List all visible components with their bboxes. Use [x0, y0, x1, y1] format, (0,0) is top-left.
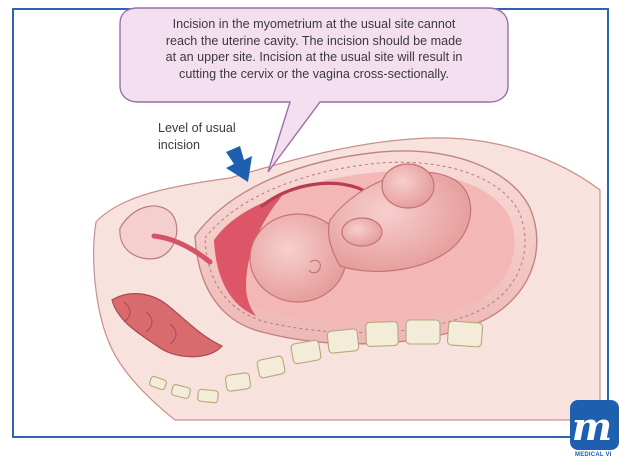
level-label-line: incision — [158, 137, 236, 154]
callout-line: at an upper site. Incision at the usual … — [120, 49, 508, 66]
callout-line: reach the uterine cavity. The incision s… — [120, 33, 508, 50]
callout-line: Incision in the myometrium at the usual … — [120, 16, 508, 33]
callout-text: Incision in the myometrium at the usual … — [120, 16, 508, 82]
level-label-line: Level of usual — [158, 120, 236, 137]
fetal-arm — [342, 218, 382, 246]
callout-line: cutting the cervix or the vagina cross-s… — [120, 66, 508, 83]
logo-text: MEDICAL VI — [575, 452, 612, 458]
fetal-leg — [382, 164, 434, 208]
logo-letter: m — [572, 404, 612, 449]
level-of-usual-incision-label: Level of usual incision — [158, 120, 236, 154]
